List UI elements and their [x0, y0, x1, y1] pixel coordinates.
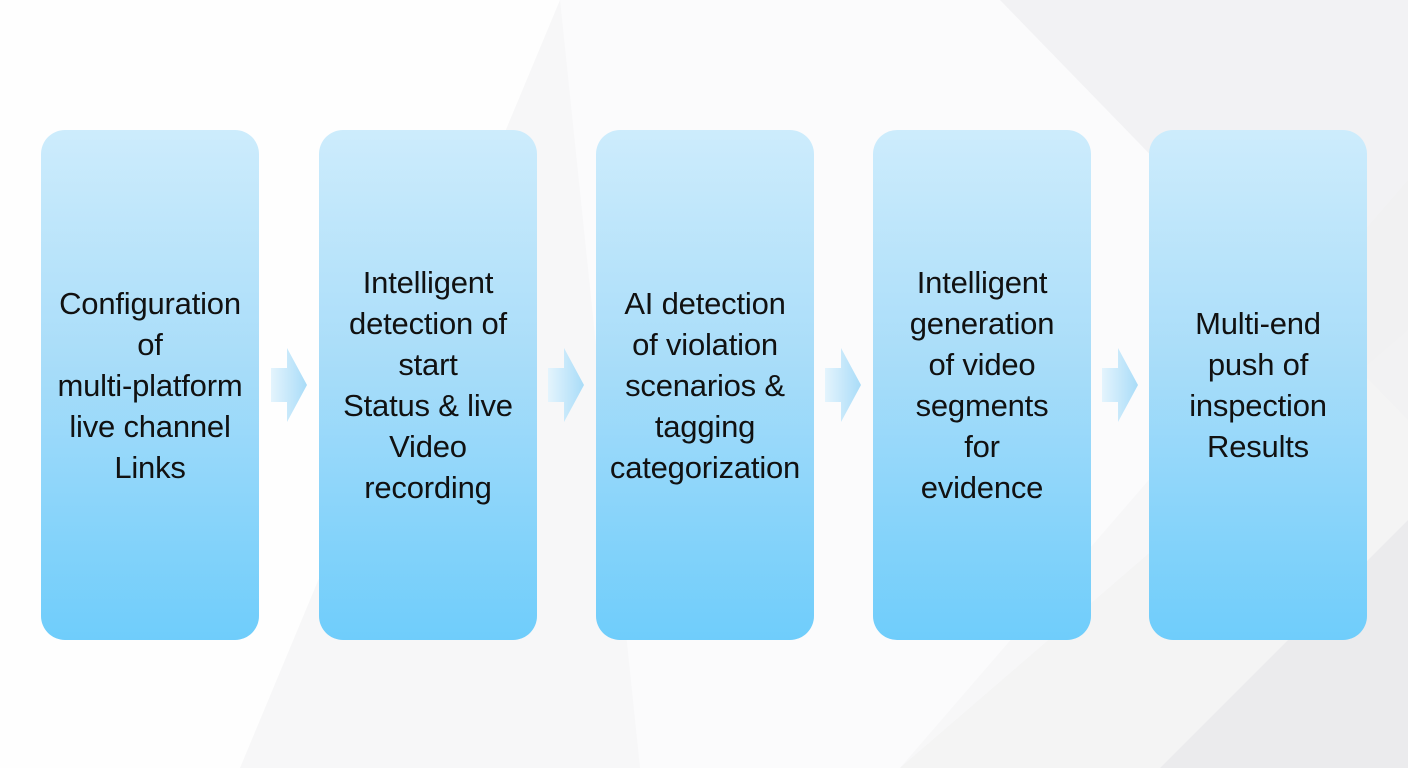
step-ai-detection: AI detection of violation scenarios & ta… [596, 130, 814, 640]
arrow-right-icon [1102, 348, 1138, 422]
step-label: AI detection of violation scenarios & ta… [609, 285, 801, 485]
step-label: Intelligent generation of video segments… [909, 265, 1055, 505]
step-label: Multi-end push of inspection Results [1189, 306, 1327, 464]
arrow-right-icon [271, 348, 307, 422]
step-configuration: Configuration of multi-platform live cha… [41, 130, 259, 640]
step-label: Intelligent detection of start Status & … [343, 265, 513, 505]
step-detection-recording: Intelligent detection of start Status & … [319, 130, 537, 640]
step-label: Configuration of multi-platform live cha… [57, 285, 243, 485]
arrow-right-icon [548, 348, 584, 422]
step-segment-generation: Intelligent generation of video segments… [873, 130, 1091, 640]
step-results-push: Multi-end push of inspection Results [1149, 130, 1367, 640]
arrow-right-icon [825, 348, 861, 422]
